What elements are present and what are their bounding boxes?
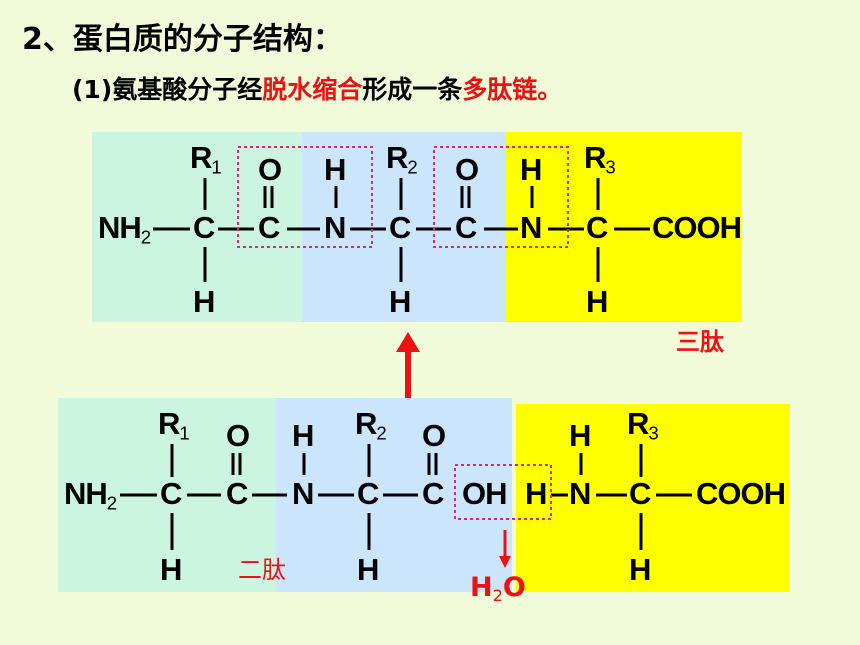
tri-c-carbonyl-2: C xyxy=(455,210,477,245)
di-h-2: H xyxy=(357,552,379,587)
subtitle-highlight-polypeptide: 多肽链 xyxy=(462,75,538,104)
tri-r1: R1 xyxy=(190,140,222,179)
di-n-2: N xyxy=(569,476,591,511)
tripeptide-panel-yellow xyxy=(506,132,742,322)
di-c-alpha-1: C xyxy=(160,476,182,511)
di-cooh: COOH xyxy=(696,476,786,511)
tri-r3-label: R3 xyxy=(584,140,616,178)
di-c-carbonyl-1: C xyxy=(226,476,248,511)
di-r3: R3 xyxy=(627,406,659,445)
subtitle-middle: 形成一条 xyxy=(362,75,463,104)
tripeptide-label: 三肽 xyxy=(676,328,724,356)
tri-c-carbonyl-1: C xyxy=(258,210,280,245)
tripeptide-panel-green xyxy=(92,132,302,322)
tripeptide-panel-blue xyxy=(302,132,506,322)
di-nh2: NH2 xyxy=(64,476,117,514)
di-r1-label: R1 xyxy=(158,406,190,444)
tri-cooh: COOH xyxy=(652,210,742,245)
tri-h-3: H xyxy=(586,284,608,319)
tri-n-2: N xyxy=(520,210,542,245)
di-h-n-2: H xyxy=(569,418,591,453)
peptide-bond-box-2 xyxy=(433,146,569,248)
tri-h-n-1: H xyxy=(324,152,346,187)
page-title: 2、蛋白质的分子结构： xyxy=(22,22,343,57)
di-h-1: H xyxy=(160,552,182,587)
tri-n-1: N xyxy=(324,210,346,245)
di-o-2: O xyxy=(422,418,446,453)
di-r2-label: R2 xyxy=(355,406,387,444)
di-r2: R2 xyxy=(355,406,387,445)
di-c-alpha-2: C xyxy=(357,476,379,511)
subtitle: (1)氨基酸分子经脱水缩合形成一条多肽链。 xyxy=(72,70,562,106)
tri-c-alpha-1: C xyxy=(193,210,215,245)
tri-r2-label: R2 xyxy=(386,140,418,178)
tri-r2: R2 xyxy=(386,140,418,179)
di-c-alpha-3: C xyxy=(629,476,651,511)
dehydration-box xyxy=(454,464,552,520)
tri-nh2: NH2 xyxy=(98,210,151,248)
tri-h-n-2: H xyxy=(520,152,542,187)
di-h-n-1: H xyxy=(292,418,314,453)
di-r1: R1 xyxy=(158,406,190,445)
tri-c-alpha-3: C xyxy=(586,210,608,245)
di-oh: OH xyxy=(462,476,507,511)
subtitle-prefix: (1)氨基酸分子经 xyxy=(72,75,263,104)
tri-h-2: H xyxy=(389,284,411,319)
tri-c-alpha-2: C xyxy=(389,210,411,245)
dipeptide-panel-yellow xyxy=(516,404,790,592)
up-arrow-icon xyxy=(396,332,420,398)
tri-r3: R3 xyxy=(584,140,616,179)
peptide-bond-box-1 xyxy=(237,146,373,248)
di-h-amino: H xyxy=(525,476,547,511)
di-n-1: N xyxy=(292,476,314,511)
water-label: H2O xyxy=(470,572,526,605)
dipeptide-label: 二肽 xyxy=(238,556,286,584)
tri-o-2: O xyxy=(455,152,479,187)
dipeptide-panel-green xyxy=(58,398,276,592)
tri-h-1: H xyxy=(193,284,215,319)
down-arrow-icon xyxy=(499,530,511,568)
di-c-carbonyl-2: C xyxy=(422,476,444,511)
di-r3-label: R3 xyxy=(627,406,659,444)
subtitle-highlight-dehydration: 脱水缩合 xyxy=(262,75,363,104)
tri-r1-label: R1 xyxy=(190,140,222,178)
subtitle-suffix: 。 xyxy=(537,75,563,104)
tri-o-1: O xyxy=(258,152,282,187)
di-o-1: O xyxy=(226,418,250,453)
di-h-3: H xyxy=(629,552,651,587)
